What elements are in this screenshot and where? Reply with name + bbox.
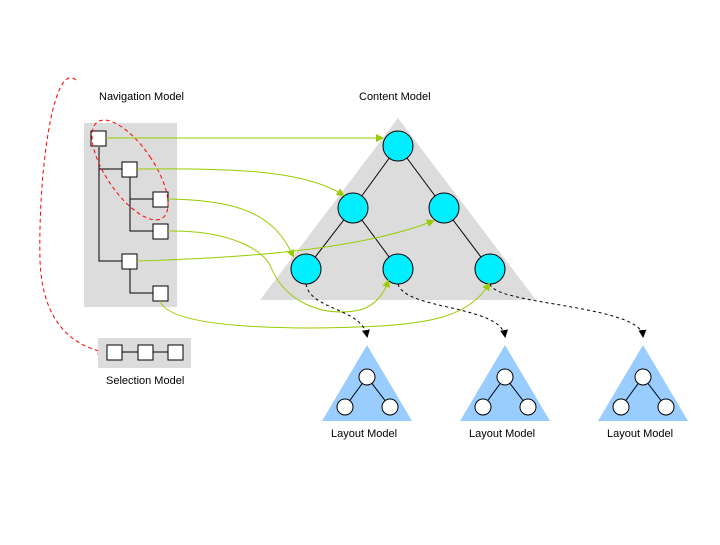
nav-node-root [90,130,107,147]
navigation-model-label: Navigation Model [99,91,184,103]
layout-node [496,368,514,386]
content-tree-nodes [290,130,506,285]
navigation-tree-lines [98,147,153,294]
layout-model-label: Layout Model [331,428,397,440]
mapping-arrow [159,282,491,329]
selection-link-arrow [39,77,106,355]
content-model-triangle [260,118,536,300]
content-model-label: Content Model [359,91,431,103]
navigation-tree-nodes [90,130,169,302]
layout-node [657,398,675,416]
content-node-root [382,130,414,162]
layout-node [519,398,537,416]
layout-node [381,398,399,416]
content-node [337,192,369,224]
selection-path-ellipse [91,119,169,221]
layout-model-label: Layout Model [607,428,673,440]
layout-model-1: Layout Model [322,345,412,440]
layout-node [634,368,652,386]
content-node [382,253,414,285]
layout-node [358,368,376,386]
selection-node [137,344,154,361]
layout-link-arrow [397,283,508,338]
navigation-to-content-arrows [106,134,491,329]
mapping-arrow [136,168,345,197]
nav-node [121,161,138,178]
layout-node [474,398,492,416]
content-node [428,192,460,224]
nav-node [121,253,138,270]
selection-model-label: Selection Model [106,375,184,387]
content-node [290,253,322,285]
nav-node [152,223,169,240]
mapping-arrow [136,219,435,262]
selection-node [106,344,123,361]
layout-model-3: Layout Model [598,345,688,440]
mapping-arrow [167,198,295,258]
layout-node [336,398,354,416]
nav-node [152,285,169,302]
nav-node [152,191,169,208]
selection-model-chain [106,344,184,361]
content-to-layout-arrows [305,283,647,338]
layout-model-label: Layout Model [469,428,535,440]
layout-link-arrow [305,283,370,338]
mapping-arrow [167,230,391,313]
layout-node [612,398,630,416]
layout-model-2: Layout Model [460,345,550,440]
selection-node [167,344,184,361]
content-node [474,253,506,285]
